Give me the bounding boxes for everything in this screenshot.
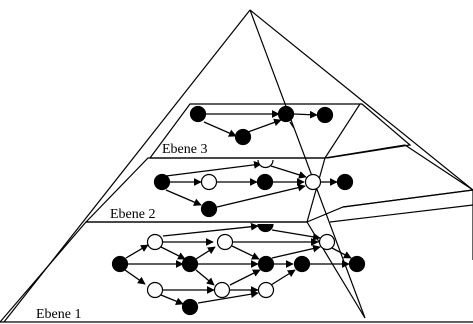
plane-back-line [329, 204, 473, 223]
node-open [213, 281, 231, 299]
edge [331, 247, 352, 259]
level-label-1: Ebene 1 [36, 307, 81, 322]
edge [271, 229, 321, 241]
node-open-partial [257, 159, 274, 169]
node-filled [336, 173, 354, 191]
edge [165, 189, 202, 206]
edge [162, 222, 259, 237]
node-open [146, 233, 164, 251]
node-filled [348, 255, 366, 273]
level-label-3: Ebene 3 [162, 142, 207, 157]
edge [289, 121, 295, 129]
node-filled [234, 128, 252, 146]
edge [216, 183, 306, 208]
node-open [216, 233, 234, 251]
level-label-2: Ebene 2 [110, 207, 155, 222]
edge [270, 165, 307, 179]
node-filled [293, 255, 311, 273]
edge [203, 121, 237, 137]
node-filled [200, 200, 218, 218]
edge [160, 294, 184, 305]
edge [197, 290, 259, 304]
node-filled [181, 298, 199, 316]
edge [270, 269, 296, 286]
node-filled [256, 173, 274, 191]
plane-ebene-1 [0, 221, 366, 323]
edge [124, 269, 146, 285]
level-planes [0, 103, 473, 323]
edge [231, 245, 260, 260]
edge [165, 161, 262, 177]
node-filled [189, 105, 207, 123]
node-filled [111, 255, 129, 273]
plane-ebene-3-back [326, 103, 412, 159]
node-open [318, 233, 336, 251]
edge [229, 269, 261, 286]
pyramid-right-edge [249, 9, 473, 191]
node-filled [257, 255, 275, 273]
node-filled [181, 255, 199, 273]
edge [125, 244, 149, 259]
node-open [257, 281, 275, 299]
edges [124, 110, 352, 305]
edge [271, 244, 321, 259]
pyramid-outline [0, 9, 473, 323]
edge [247, 118, 282, 133]
node-open [146, 281, 164, 299]
node-filled-partial [257, 223, 274, 233]
node-filled [153, 173, 171, 191]
node-open [200, 173, 218, 191]
plane-ebene-1-back [306, 189, 473, 260]
node-open [304, 173, 322, 191]
nodes [111, 105, 366, 316]
edge [195, 246, 216, 260]
node-filled [316, 106, 334, 124]
node-filled [277, 105, 295, 123]
edge [293, 110, 318, 119]
edge [160, 246, 186, 260]
edge [195, 269, 215, 286]
